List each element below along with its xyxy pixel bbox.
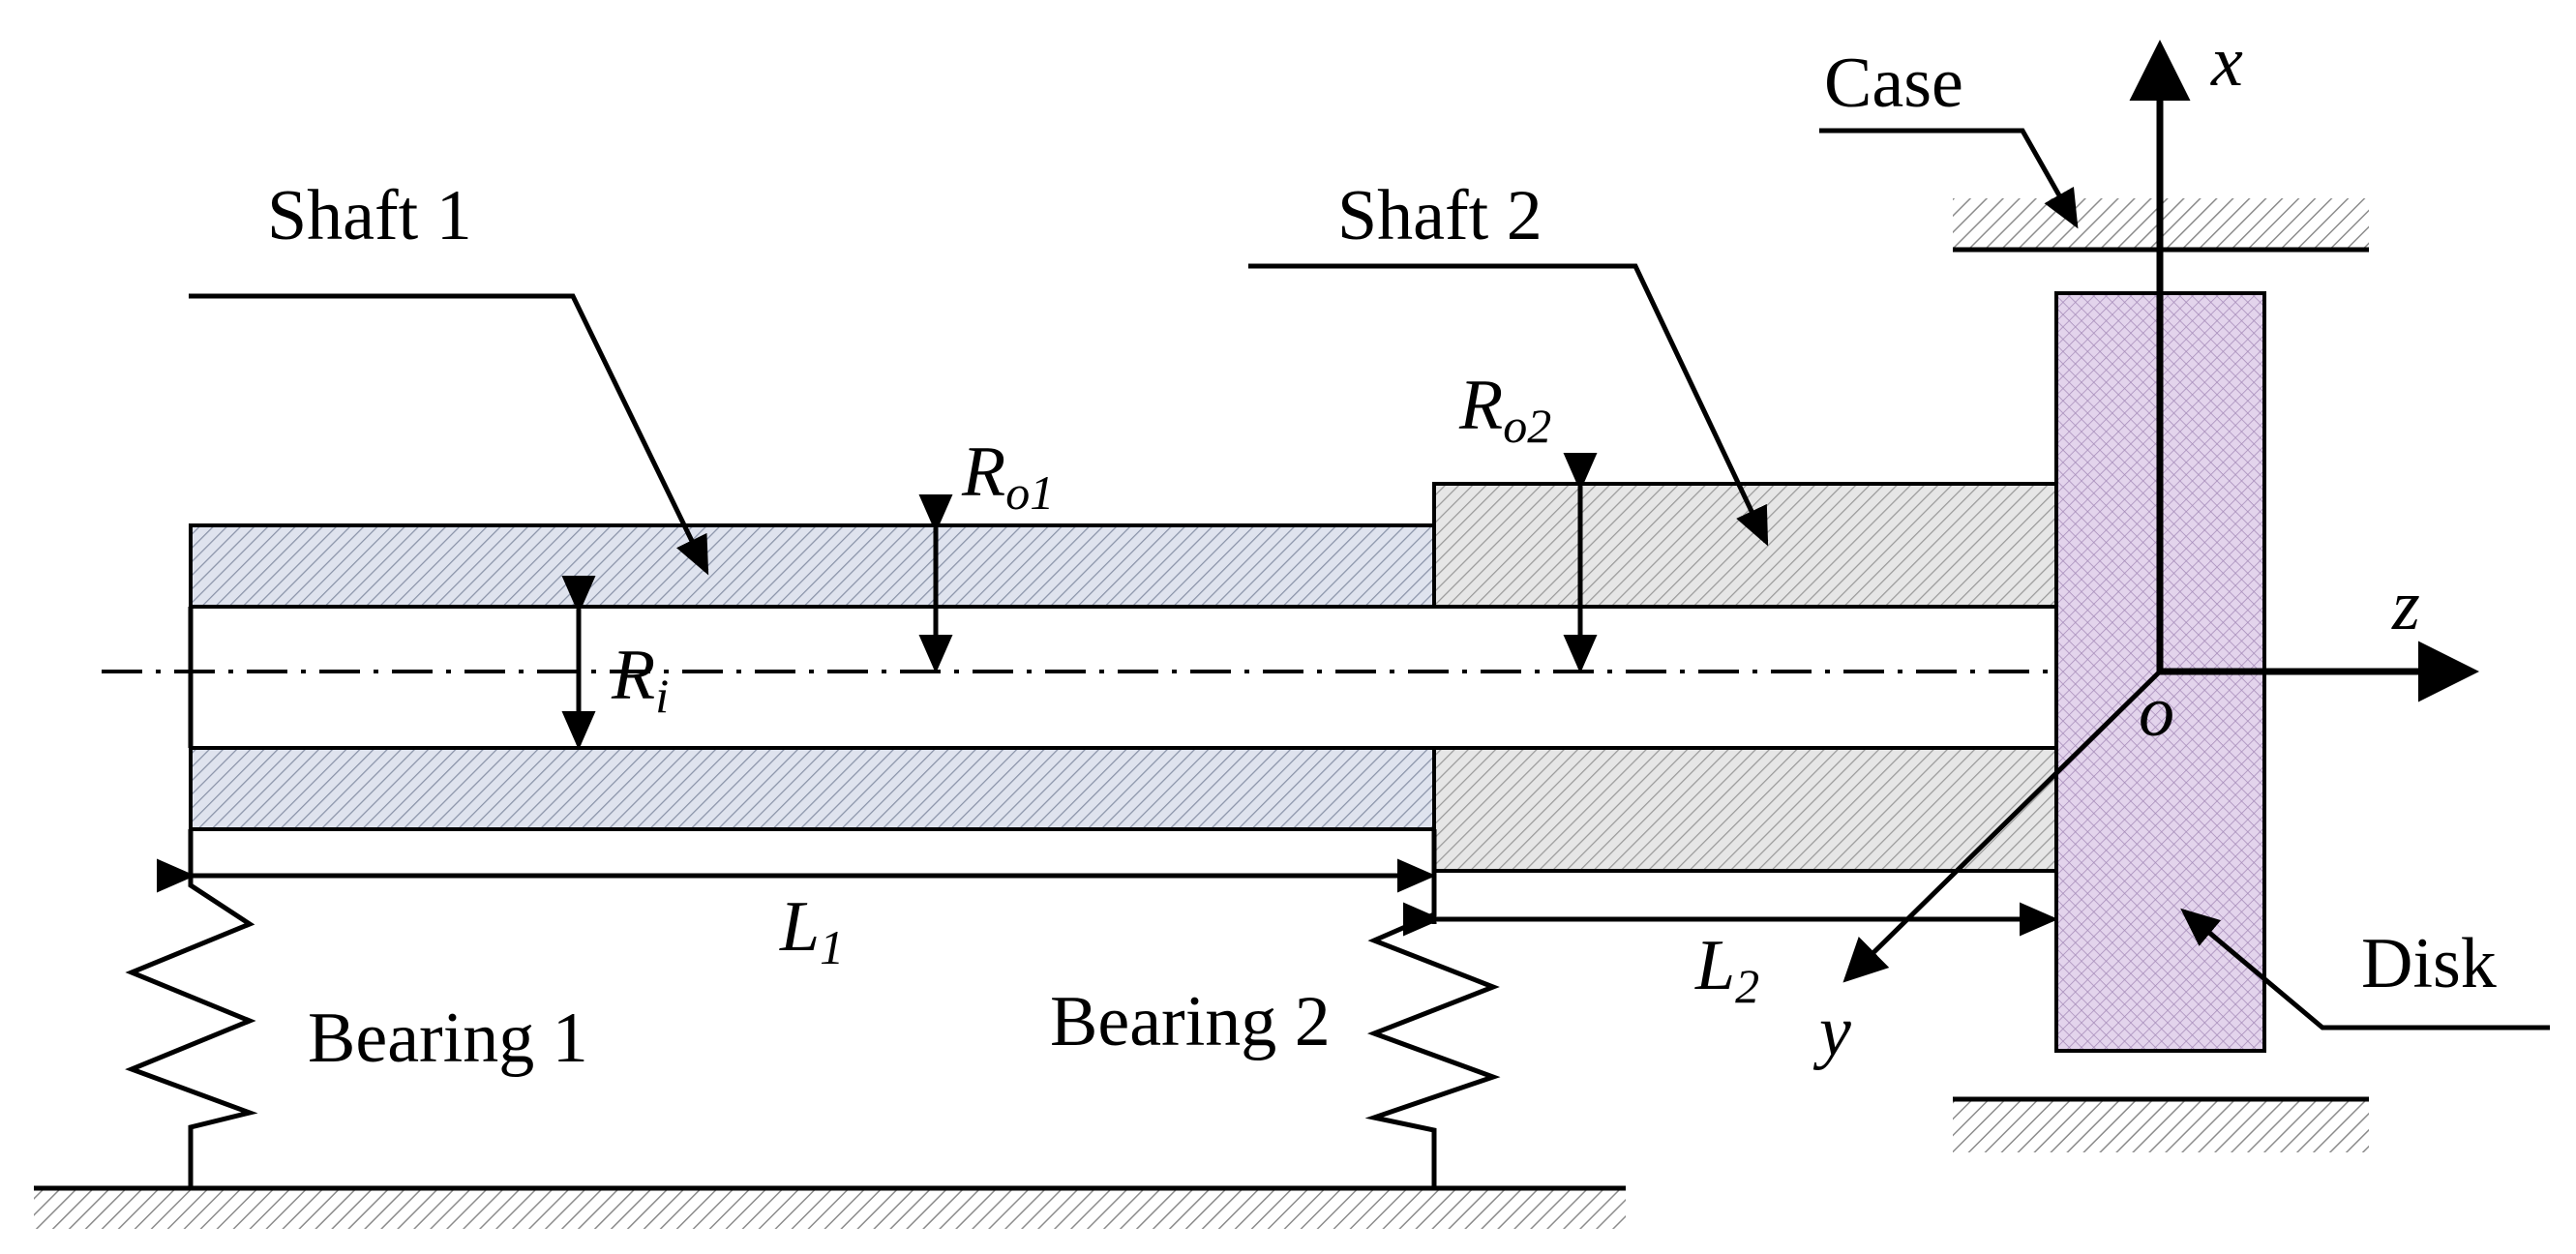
shaft-2 <box>1432 482 2058 873</box>
bearing-1-spring <box>125 829 258 1188</box>
axis-y-label: y <box>1812 992 1851 1071</box>
axis-z-label: z <box>2391 566 2420 645</box>
l2-label: L2 <box>1694 926 1759 1013</box>
case-bottom-hatch <box>1953 1099 2369 1152</box>
dimension-lines <box>157 453 2058 937</box>
ri-sub: i <box>655 669 669 723</box>
shaft-1-upper-wall <box>189 523 1436 609</box>
shaft-1-leader <box>189 293 709 576</box>
ground-hatch <box>34 1188 1626 1229</box>
ro1-sub-o: o <box>1005 465 1030 520</box>
shaft-2-lower-wall <box>1432 746 2058 873</box>
shaft-2-label: Shaft 2 <box>1337 176 1543 255</box>
shaft-2-leader <box>1248 263 1769 547</box>
ro2-label: Ro2 <box>1458 366 1551 453</box>
disk-label: Disk <box>2361 924 2497 1003</box>
case-leader <box>1819 128 2079 229</box>
shaft-1 <box>188 523 1436 831</box>
ground <box>34 1185 1626 1229</box>
ro1-sub-n: 1 <box>1030 465 1054 520</box>
l1-sub: 1 <box>820 920 844 974</box>
bearing-1-label: Bearing 1 <box>308 999 588 1078</box>
l1-main: L <box>779 887 820 967</box>
case-label: Case <box>1824 44 1963 123</box>
l1-label: L1 <box>779 887 844 974</box>
axis-x-label: x <box>2210 22 2243 102</box>
l2-sub: 2 <box>1735 959 1759 1013</box>
ro2-sub: o2 <box>1503 399 1551 453</box>
disk-leader <box>2180 908 2550 1030</box>
l2-main: L <box>1694 926 1735 1005</box>
ro2-main: R <box>1458 366 1503 445</box>
origin-label: o <box>2139 672 2174 752</box>
shaft-1-lower-wall <box>189 746 1436 831</box>
shaft-1-label: Shaft 1 <box>267 176 472 255</box>
bearing-1-spring-line <box>125 829 258 1188</box>
ri-label: Ri <box>611 636 669 723</box>
leader-lines <box>189 128 2550 1030</box>
ri-main: R <box>611 636 655 715</box>
ro1-label: Ro1 <box>961 433 1054 520</box>
bearing-2-label: Bearing 2 <box>1050 982 1331 1061</box>
ro1-main: R <box>961 433 1005 512</box>
